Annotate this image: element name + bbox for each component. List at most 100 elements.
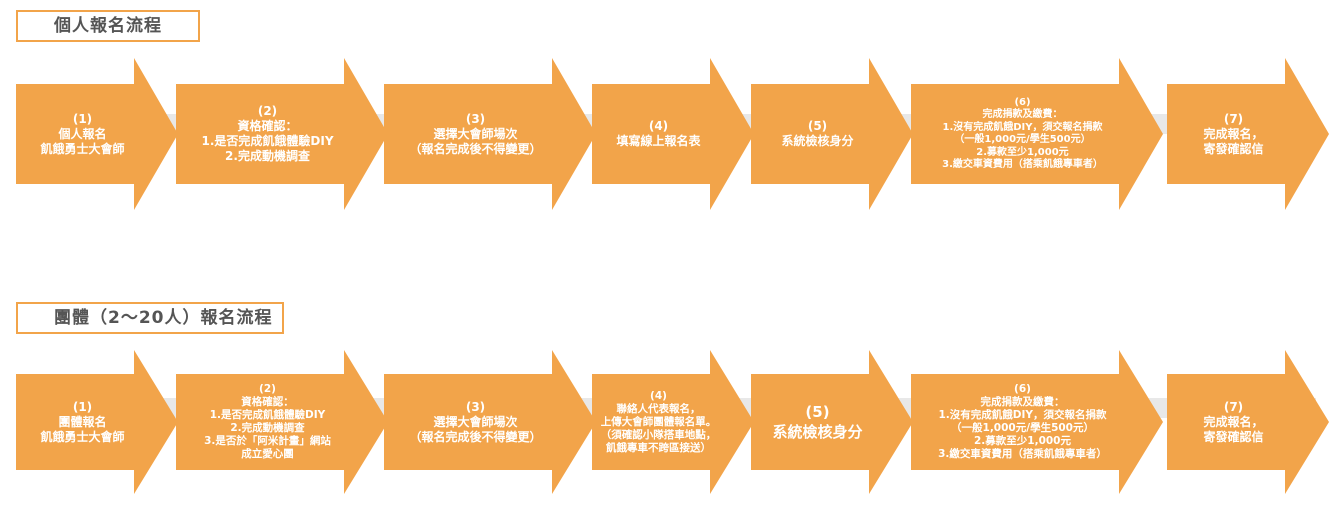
individual-section-title: 個人報名流程 [16, 10, 200, 42]
group-step-7-label: (7)完成報名，寄發確認信 [1167, 350, 1300, 494]
group-step-3-arrow-polygon [384, 350, 596, 494]
group-step-2-line-5: 3.是否於「阿米計畫」網站 [204, 435, 331, 447]
individual-step-4-line-2: 填寫線上報名表 [616, 134, 701, 148]
individual-step-5-line-2: 系統檢核身分 [781, 134, 854, 148]
individual-step-5-label: (5)系統檢核身分 [751, 58, 884, 210]
group-step-5-line-1: (5) [805, 403, 830, 421]
group-step-7-arrow-shape [1167, 350, 1329, 494]
group-step-1-label: (1)團體報名飢餓勇士大會師 [16, 350, 149, 494]
group-section-title: 團體（2～20人）報名流程 [16, 302, 284, 334]
group-step-1-arrow-polygon [16, 350, 178, 494]
group-step-3-line-3: （報名完成後不得變更） [409, 429, 542, 444]
group-step-6: (6)完成捐款及繳費：1.沒有完成飢餓DIY，須交報名捐款（一般1,000元/學… [911, 350, 1163, 494]
group-step-4-line-3: 上傳大會師團體報名單。 [600, 415, 717, 428]
individual-step-4-label: (4)填寫線上報名表 [592, 58, 725, 210]
group-step-7-arrow-polygon [1167, 350, 1329, 494]
individual-step-3-arrow-polygon [384, 58, 596, 210]
individual-step-6-line-5: 2.募款至少1,000元 [976, 146, 1069, 158]
group-step-4: (4)聯絡人代表報名，上傳大會師團體報名單。（須確認小隊搭車地點，飢餓專車不跨區… [592, 350, 754, 494]
individual-step-4-line-1: (4) [648, 119, 669, 133]
group-step-4-arrow-polygon [592, 350, 754, 494]
individual-step-7-arrow-shape [1167, 58, 1329, 210]
individual-step-2-line-1: (2) [257, 104, 278, 118]
group-step-6-line-1: (6) [1014, 383, 1031, 395]
group-step-6-line-3: 1.沒有完成飢餓DIY，須交報名捐款 [938, 409, 1107, 421]
individual-step-4-arrow-shape [592, 58, 754, 210]
individual-step-2-line-4: 2.完成動機調查 [225, 149, 310, 163]
group-step-6-label: (6)完成捐款及繳費：1.沒有完成飢餓DIY，須交報名捐款（一般1,000元/學… [911, 350, 1134, 494]
individual-step-7-line-1: (7) [1223, 111, 1244, 126]
group-step-7: (7)完成報名，寄發確認信 [1167, 350, 1329, 494]
individual-step-3: (3)選擇大會師場次（報名完成後不得變更） [384, 58, 596, 210]
individual-step-6: (6)完成捐款及繳費：1.沒有完成飢餓DIY，須交報名捐款（一般1,000元/學… [911, 58, 1163, 210]
individual-step-6-arrow-polygon [911, 58, 1163, 210]
individual-step-1-arrow-polygon [16, 58, 178, 210]
group-step-4-line-2: 聯絡人代表報名， [616, 402, 701, 415]
group-step-2-line-6: 成立愛心團 [241, 448, 294, 460]
individual-step-5: (5)系統檢核身分 [751, 58, 913, 210]
group-step-2-line-4: 2.完成動機調查 [230, 422, 305, 434]
individual-step-7-arrow-polygon [1167, 58, 1329, 210]
group-step-7-line-2: 完成報名， [1203, 414, 1264, 429]
group-step-4-line-1: (4) [650, 389, 667, 402]
individual-step-2-arrow-polygon [176, 58, 388, 210]
group-step-6-line-6: 3.繳交車資費用（搭乘飢餓專車者） [938, 448, 1107, 460]
individual-step-1-line-2: 個人報名 [58, 126, 107, 141]
group-step-7-line-1: (7) [1223, 399, 1244, 414]
individual-step-6-line-4: （一般1,000元/學生500元） [954, 134, 1091, 145]
group-step-2-arrow-shape [176, 350, 388, 494]
group-step-4-line-5: 飢餓專車不跨區接送） [606, 441, 711, 454]
individual-step-1: (1)個人報名飢餓勇士大會師 [16, 58, 178, 210]
group-step-6-arrow-shape [911, 350, 1163, 494]
individual-step-3-arrow-shape [384, 58, 596, 210]
individual-step-7: (7)完成報名，寄發確認信 [1167, 58, 1329, 210]
individual-step-6-label: (6)完成捐款及繳費：1.沒有完成飢餓DIY，須交報名捐款（一般1,000元/學… [911, 58, 1134, 210]
group-step-3: (3)選擇大會師場次（報名完成後不得變更） [384, 350, 596, 494]
group-step-2-line-1: (2) [259, 383, 276, 395]
individual-step-6-line-3: 1.沒有完成飢餓DIY，須交報名捐款 [942, 121, 1103, 133]
group-step-4-arrow-shape [592, 350, 754, 494]
individual-step-1-label: (1)個人報名飢餓勇士大會師 [16, 58, 149, 210]
group-step-2-arrow-polygon [176, 350, 388, 494]
individual-step-1-line-3: 飢餓勇士大會師 [40, 141, 125, 156]
individual-step-6-line-2: 完成捐款及繳費： [982, 109, 1063, 120]
individual-step-5-arrow-polygon [751, 58, 913, 210]
individual-step-3-line-2: 選擇大會師場次 [433, 126, 518, 141]
individual-step-4: (4)填寫線上報名表 [592, 58, 754, 210]
group-step-4-line-4: （須確認小隊搭車地點， [600, 428, 717, 441]
group-step-6-arrow-polygon [911, 350, 1163, 494]
group-step-1-line-1: (1) [72, 399, 93, 414]
group-step-3-arrow-shape [384, 350, 596, 494]
group-step-4-label: (4)聯絡人代表報名，上傳大會師團體報名單。（須確認小隊搭車地點，飢餓專車不跨區… [592, 350, 725, 494]
group-step-1-arrow-shape [16, 350, 178, 494]
group-step-1-line-3: 飢餓勇士大會師 [40, 429, 125, 444]
group-step-5-label: (5) 系統檢核身分 [751, 350, 884, 494]
individual-step-3-line-3: （報名完成後不得變更） [409, 141, 542, 156]
group-step-3-line-2: 選擇大會師場次 [433, 414, 518, 429]
individual-step-7-label: (7)完成報名，寄發確認信 [1167, 58, 1300, 210]
group-step-5-arrow-shape [751, 350, 913, 494]
individual-step-6-line-1: (6) [1014, 96, 1031, 108]
group-step-1: (1)團體報名飢餓勇士大會師 [16, 350, 178, 494]
individual-step-3-label: (3)選擇大會師場次（報名完成後不得變更） [384, 58, 567, 210]
group-step-5: (5) 系統檢核身分 [751, 350, 913, 494]
group-step-6-line-2: 完成捐款及繳費： [980, 396, 1065, 408]
group-step-5-line-2: 系統檢核身分 [772, 423, 863, 441]
individual-step-5-arrow-shape [751, 58, 913, 210]
group-step-3-line-1: (3) [465, 399, 486, 414]
individual-step-1-line-1: (1) [72, 111, 93, 126]
individual-step-3-line-1: (3) [465, 111, 486, 126]
group-step-1-line-2: 團體報名 [58, 414, 107, 429]
group-step-7-line-3: 寄發確認信 [1203, 429, 1264, 444]
group-step-2-line-3: 1.是否完成飢餓體驗DIY [209, 409, 326, 421]
individual-step-4-arrow-polygon [592, 58, 754, 210]
group-step-3-label: (3)選擇大會師場次（報名完成後不得變更） [384, 350, 567, 494]
individual-step-7-line-2: 完成報名， [1203, 126, 1264, 141]
group-step-6-line-4: （一般1,000元/學生500元） [951, 422, 1094, 434]
group-step-5-arrow-polygon [751, 350, 913, 494]
individual-step-1-arrow-shape [16, 58, 178, 210]
individual-step-7-line-3: 寄發確認信 [1203, 141, 1264, 156]
